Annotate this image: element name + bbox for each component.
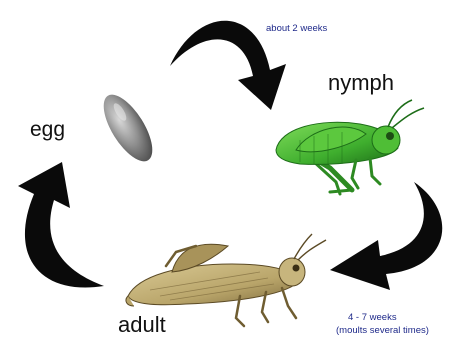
stage-label-nymph: nymph: [328, 70, 394, 96]
arrow-nymph-to-adult: [330, 182, 442, 290]
egg-icon: [94, 87, 161, 168]
arrow-adult-to-egg: [18, 162, 104, 288]
stage-label-adult: adult: [118, 312, 166, 338]
note-nymph-to-adult-weeks: 4 - 7 weeks: [348, 312, 397, 324]
stage-label-egg: egg: [30, 118, 65, 142]
note-egg-to-nymph: about 2 weeks: [266, 23, 327, 35]
note-nymph-to-adult-moults: (moults several times): [336, 325, 429, 337]
nymph-grasshopper-icon: [276, 100, 424, 194]
